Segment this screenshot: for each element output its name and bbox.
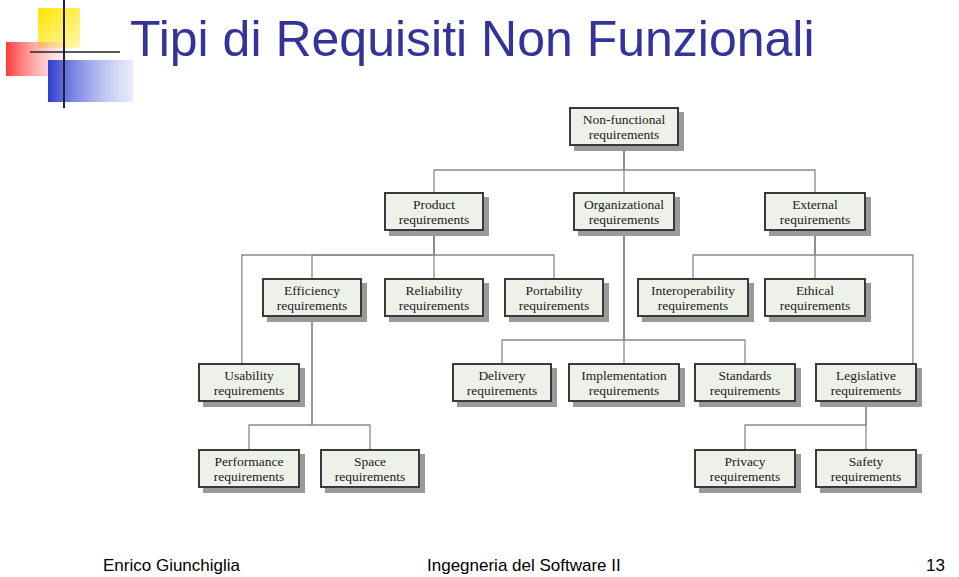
- slide-title: Tipi di Requisiti Non Funzionali: [130, 10, 815, 68]
- requirement-box: External requirements: [764, 192, 866, 231]
- footer-text: Ingegneria del Software II: [427, 556, 621, 576]
- box-label: Organizational requirements: [581, 197, 667, 227]
- requirement-box: Efficiency requirements: [262, 278, 362, 317]
- tree-connector: [624, 146, 815, 192]
- requirement-box: Performance requirements: [198, 449, 300, 488]
- requirement-box: Non-functional requirements: [569, 107, 679, 146]
- footer-text: 13: [926, 556, 945, 576]
- logo-decoration: [0, 0, 140, 110]
- box-label: Usability requirements: [206, 368, 292, 398]
- requirement-box: Legislative requirements: [815, 363, 917, 402]
- requirement-box: Implementation requirements: [568, 363, 680, 402]
- requirement-box: Delivery requirements: [452, 363, 552, 402]
- box-label: Performance requirements: [206, 454, 292, 484]
- tree-connector: [312, 317, 370, 449]
- box-label: Efficiency requirements: [270, 283, 354, 313]
- footer-text: Enrico Giunchiglia: [103, 556, 240, 576]
- box-label: Reliability requirements: [392, 283, 476, 313]
- requirement-box: Reliability requirements: [384, 278, 484, 317]
- requirement-box: Space requirements: [320, 449, 420, 488]
- box-label: Space requirements: [328, 454, 412, 484]
- requirement-box: Usability requirements: [198, 363, 300, 402]
- box-label: Non-functional requirements: [577, 112, 671, 142]
- box-label: Implementation requirements: [576, 368, 672, 398]
- requirement-box: Ethical requirements: [764, 278, 866, 317]
- tree-connector: [865, 402, 866, 449]
- requirement-box: Organizational requirements: [573, 192, 675, 231]
- box-label: Standards requirements: [702, 368, 788, 398]
- requirement-box: Interoperability requirements: [637, 278, 749, 317]
- box-label: Legislative requirements: [823, 368, 909, 398]
- box-label: Product requirements: [392, 197, 476, 227]
- tree-connector: [434, 231, 554, 278]
- requirement-box: Safety requirements: [815, 449, 917, 488]
- requirement-box: Standards requirements: [694, 363, 796, 402]
- tree-connector: [502, 231, 624, 363]
- requirement-box: Portability requirements: [504, 278, 604, 317]
- tree-connector: [745, 402, 866, 449]
- box-label: External requirements: [772, 197, 858, 227]
- box-label: Delivery requirements: [460, 368, 544, 398]
- box-label: Ethical requirements: [772, 283, 858, 313]
- box-label: Privacy requirements: [702, 454, 788, 484]
- box-label: Interoperability requirements: [645, 283, 741, 313]
- tree-connector: [434, 146, 624, 192]
- box-label: Portability requirements: [512, 283, 596, 313]
- box-label: Safety requirements: [823, 454, 909, 484]
- requirement-box: Privacy requirements: [694, 449, 796, 488]
- tree-connector: [693, 231, 815, 278]
- requirement-box: Product requirements: [384, 192, 484, 231]
